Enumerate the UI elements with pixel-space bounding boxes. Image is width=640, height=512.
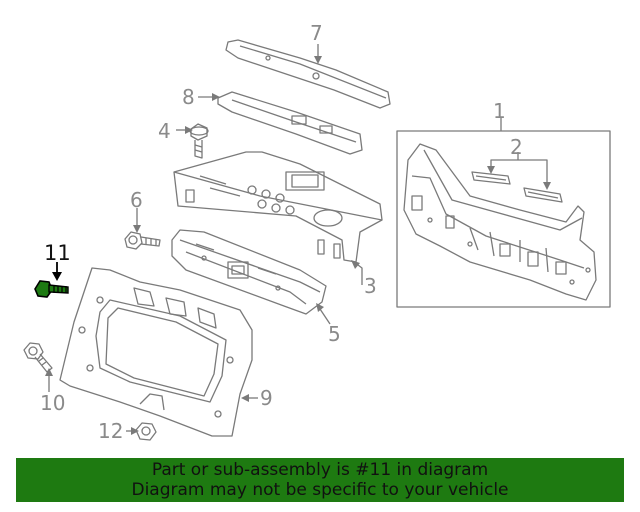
banner-line-1: Part or sub-assembly is #11 in diagram — [151, 460, 489, 480]
bracket-2 — [490, 159, 548, 186]
part-2-brackets[interactable] — [471, 171, 563, 203]
part-1-detail-box — [396, 130, 611, 308]
callout-8: 8 — [182, 85, 195, 109]
part-12-nut[interactable] — [135, 422, 157, 441]
part-5-reinforcement[interactable] — [171, 229, 327, 315]
callout-10: 10 — [40, 391, 65, 415]
parts-diagram: 7 8 4 6 3 5 9 10 12 1 2 11 — [23, 21, 611, 443]
callout-9: 9 — [260, 386, 273, 410]
callout-4: 4 — [158, 119, 171, 143]
part-7-upper-rail[interactable] — [225, 39, 391, 109]
part-10-bolt[interactable] — [23, 342, 53, 373]
callout-3: 3 — [364, 274, 377, 298]
callout-7: 7 — [310, 21, 323, 45]
callout-2: 2 — [510, 135, 523, 159]
callout-5: 5 — [328, 322, 341, 346]
part-3-upper-panel[interactable] — [173, 151, 383, 263]
callout-6: 6 — [130, 188, 143, 212]
part-9-back-panel[interactable] — [59, 267, 253, 437]
part-8-lower-rail[interactable] — [217, 91, 363, 155]
banner-line-2: Diagram may not be specific to your vehi… — [131, 480, 509, 500]
part-11-bolt[interactable] — [34, 262, 69, 298]
info-banner: Part or sub-assembly is #11 in diagram D… — [16, 458, 624, 502]
callout-1: 1 — [493, 99, 506, 123]
part-6-bolt[interactable] — [124, 231, 161, 250]
callout-12: 12 — [98, 419, 123, 443]
part-1-rear-panel[interactable] — [403, 143, 597, 301]
part-4-bolt[interactable] — [189, 123, 209, 159]
callout-11: 11 — [44, 241, 71, 265]
